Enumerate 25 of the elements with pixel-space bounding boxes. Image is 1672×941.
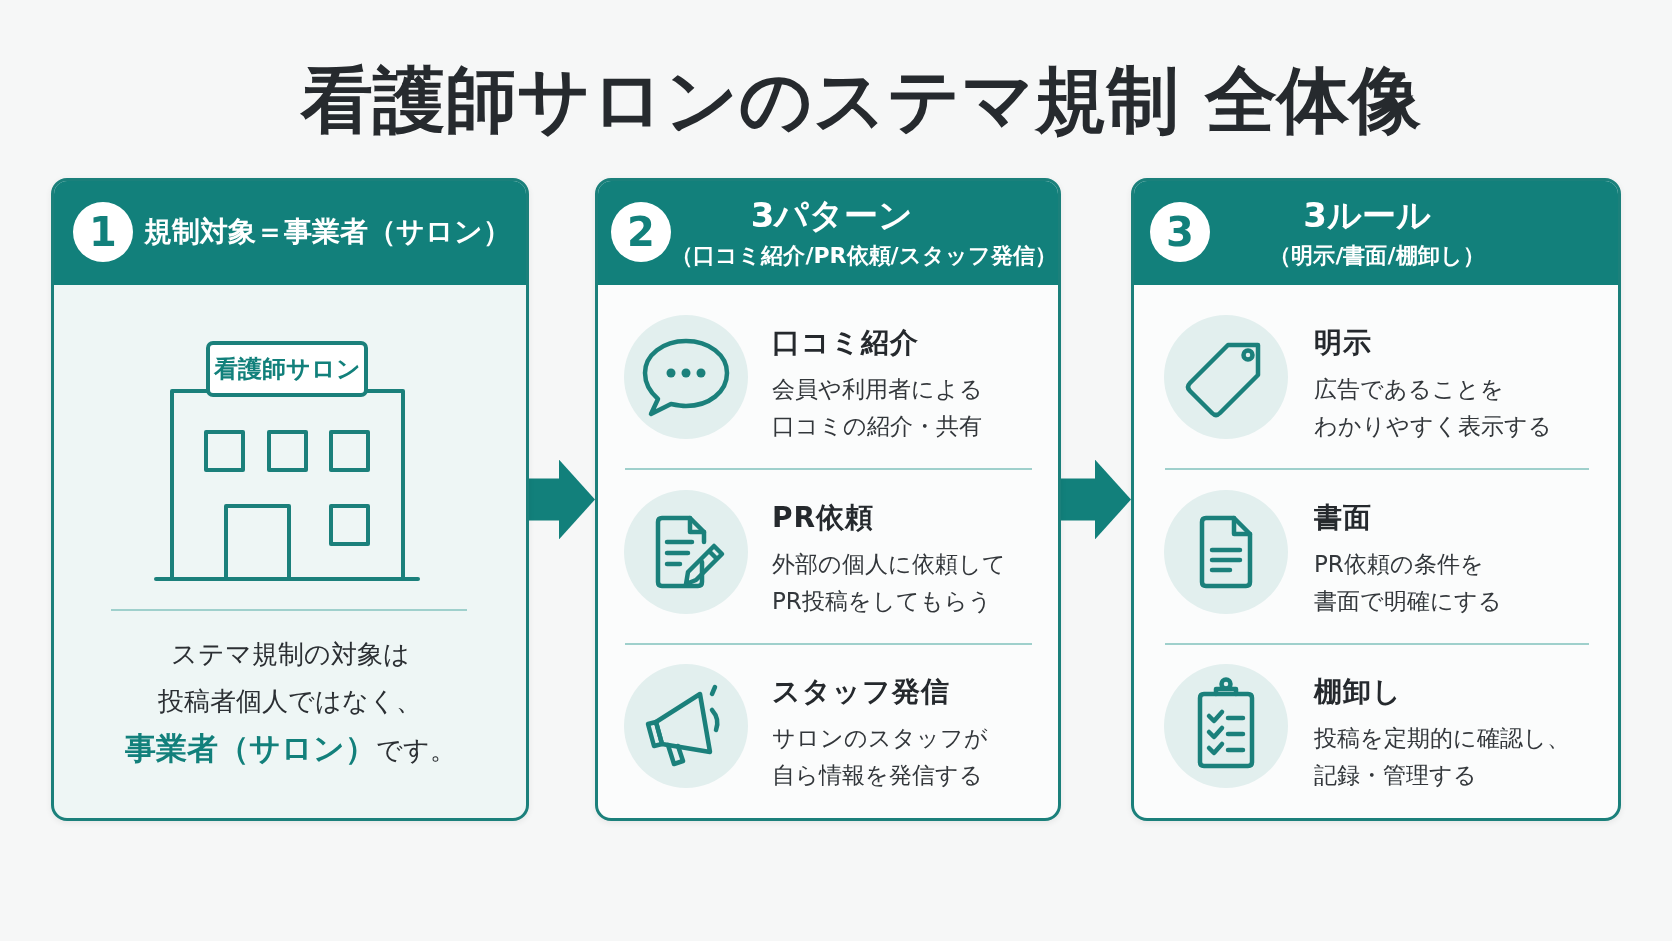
item-title: PR依頼 bbox=[772, 500, 875, 536]
page-title: 看護師サロンのステマ規制 全体像 bbox=[299, 57, 1422, 144]
item-description: 外部の個人に依頼してPR投稿をしてもらう bbox=[772, 550, 1006, 616]
item-title: 口コミ紹介 bbox=[772, 325, 919, 361]
arrow bbox=[529, 459, 595, 540]
item-description: 広告であることをわかりやすく表示する bbox=[1314, 375, 1552, 441]
panel-heading: 3ルール bbox=[1303, 194, 1431, 236]
panel-subheading: （口コミ紹介/PR依頼/スタッフ発信） bbox=[671, 242, 1057, 270]
item-title: 書面 bbox=[1314, 500, 1372, 536]
item-title: 明示 bbox=[1314, 325, 1372, 361]
panel-subheading: （明示/書面/棚卸し） bbox=[1269, 242, 1485, 270]
description-text: ステマ規制の対象は投稿者個人ではなく、事業者（サロン）です。 bbox=[123, 638, 457, 768]
panel-heading: 3パターン bbox=[750, 194, 914, 236]
signboard: 看護師サロン bbox=[206, 341, 368, 397]
panel-card bbox=[595, 178, 1061, 821]
item-title: スタッフ発信 bbox=[772, 674, 950, 710]
panel-card bbox=[51, 178, 529, 821]
item-title: 棚卸し bbox=[1314, 674, 1402, 710]
panel-card bbox=[1131, 178, 1621, 821]
panel-heading: 規制対象＝事業者（サロン） bbox=[144, 214, 511, 250]
item-description: 投稿を定期的に確認し、記録・管理する bbox=[1314, 724, 1570, 790]
item-description: サロンのスタッフが自ら情報を発信する bbox=[772, 724, 988, 790]
item-description: PR依頼の条件を書面で明確にする bbox=[1314, 550, 1502, 616]
item-description: 会員や利用者による口コミの紹介・共有 bbox=[772, 375, 983, 441]
arrow bbox=[1061, 459, 1131, 540]
